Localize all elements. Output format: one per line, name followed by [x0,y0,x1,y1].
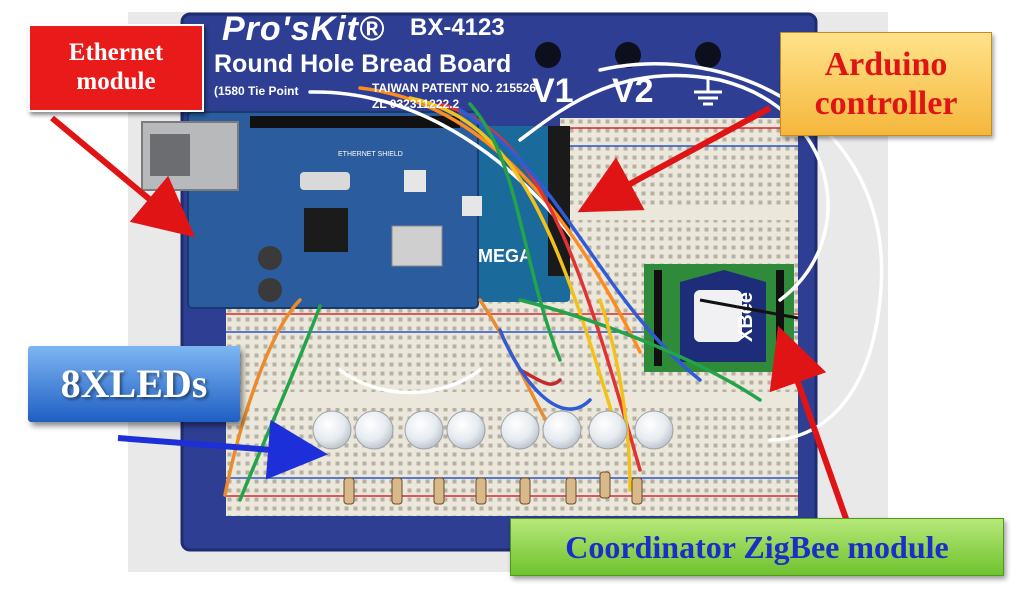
board-v1-label: V1 [532,72,574,110]
board-patent-line1: TAIWAN PATENT NO. 215526 [372,81,537,95]
board-tie-points: (1580 Tie Point [214,84,299,98]
led-8 [634,410,674,450]
arduino-controller-label: Arduino controller [780,32,992,136]
wiznet-chip [304,208,348,252]
jumper-wires [223,62,884,502]
board-brand: Pro'sKit® [222,10,386,48]
leds-arrow [117,419,328,480]
zigbee-module-label: Coordinator ZigBee module [510,518,1004,576]
led-1 [312,410,352,450]
led-4 [446,410,486,450]
board-model: BX-4123 [410,14,505,41]
zigbee-arrow [769,325,853,531]
arduino-arrow [577,105,772,213]
board-patent: TAIWAN PATENT NO. 215526 ZL 032311222.2 [372,80,536,112]
led-5 [500,410,540,450]
ethernet-module-label: Ethernet module [28,24,204,112]
board-v2-label: V2 [612,72,654,110]
xbee-text: XBee [735,292,757,342]
led-6 [542,410,582,450]
led-row [312,410,674,450]
led-2 [354,410,394,450]
binding-post-ground [695,42,721,68]
ethernet-shield-text: ETHERNET SHIELD [338,151,403,158]
binding-post-v1 [535,42,561,68]
ground-icon [694,76,722,106]
resistor-row [343,471,643,505]
mega-text: MEGA [478,246,532,266]
led-7 [588,410,628,450]
board-title: Round Hole Bread Board [214,50,512,78]
board-patent-line2: ZL 032311222.2 [372,97,460,111]
ethernet-arrow [50,115,196,238]
led-3 [404,410,444,450]
leds-label: 8XLEDs [28,346,240,422]
binding-post-v2 [615,42,641,68]
